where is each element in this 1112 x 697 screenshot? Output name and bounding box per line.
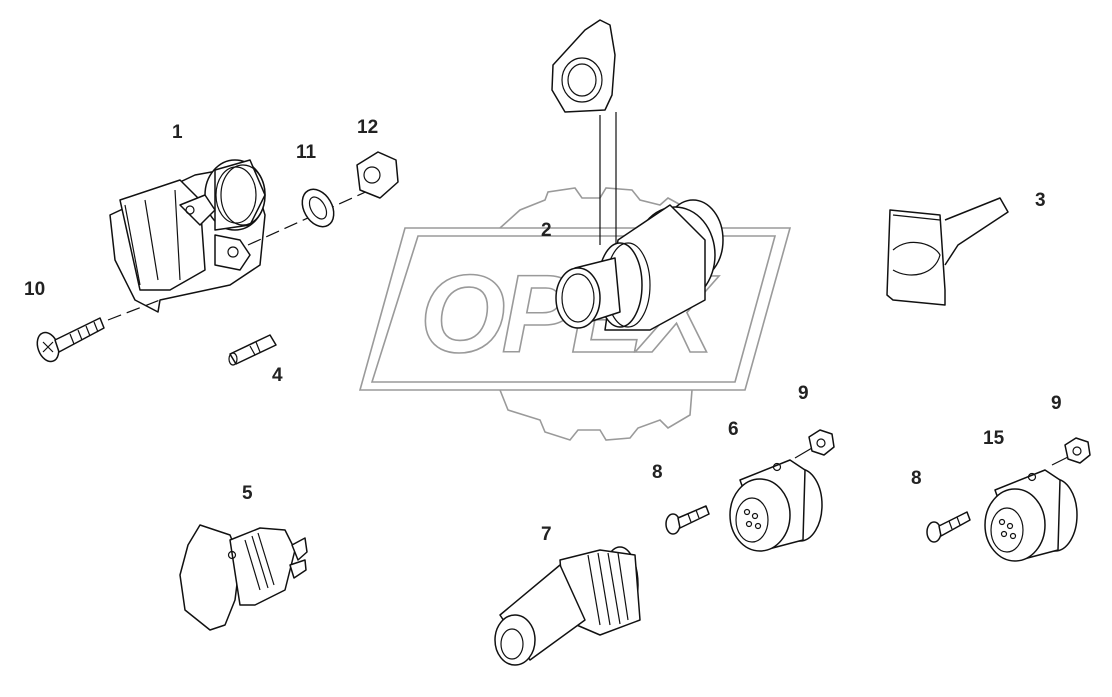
part-3-bracket[interactable]: [886, 197, 1009, 306]
part-9-nut-b[interactable]: [1064, 437, 1091, 464]
part-15-socket[interactable]: [984, 469, 1078, 562]
part-10-screw[interactable]: [33, 317, 105, 365]
callout-15: 15: [983, 428, 1005, 449]
assembly-axis-9a: [794, 447, 813, 459]
part-7-plug[interactable]: [494, 546, 641, 666]
part-8-screw-a[interactable]: [665, 505, 710, 535]
callout-1: 1: [172, 122, 183, 143]
part-9-nut-a[interactable]: [808, 429, 835, 456]
part-11-spring-washer[interactable]: [296, 184, 340, 233]
assembly-axis-10: [107, 299, 161, 321]
watermark-gear: [499, 187, 693, 441]
assembly-axis-9b: [1051, 456, 1069, 466]
callout-7: 7: [541, 524, 552, 545]
callout-10: 10: [24, 279, 46, 300]
callout-5: 5: [242, 483, 253, 504]
part-12-hex-nut[interactable]: [356, 151, 399, 199]
part-2-plug[interactable]: [551, 19, 724, 331]
part-1-socket-housing[interactable]: [109, 159, 266, 313]
callout-12: 12: [357, 117, 379, 138]
part-5-socket[interactable]: [179, 524, 308, 631]
part-8-screw-b[interactable]: [926, 511, 971, 543]
callout-8b: 8: [911, 468, 922, 489]
callout-8a: 8: [652, 462, 663, 483]
callout-4: 4: [272, 365, 283, 386]
part-4-pin[interactable]: [228, 334, 277, 366]
callout-9a: 9: [798, 383, 809, 404]
callout-3: 3: [1035, 190, 1046, 211]
part-6-socket[interactable]: [729, 459, 823, 552]
callout-9b: 9: [1051, 393, 1062, 414]
callout-6: 6: [728, 419, 739, 440]
callout-2: 2: [541, 220, 552, 241]
callout-11: 11: [296, 142, 317, 163]
